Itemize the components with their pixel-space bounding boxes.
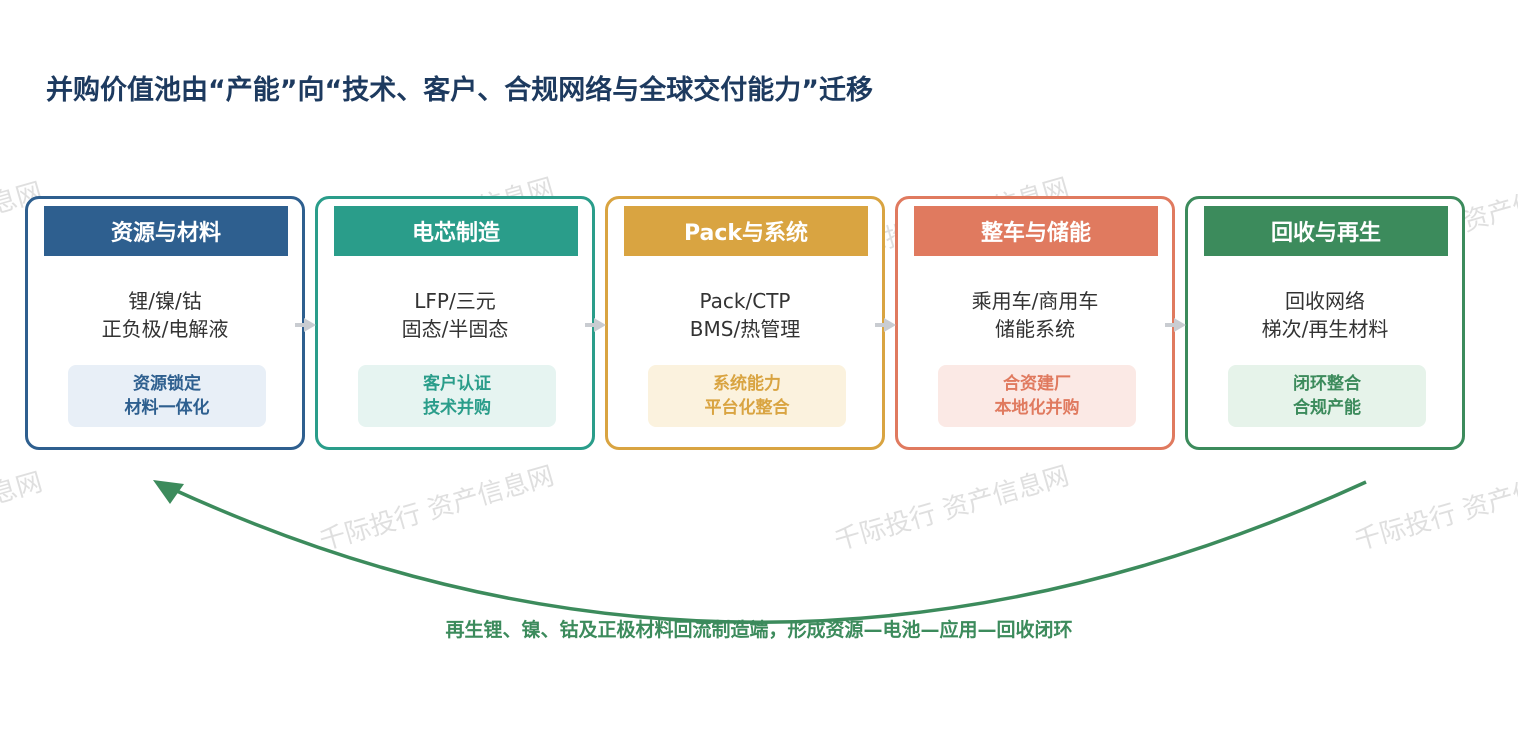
tag-line: 系统能力 <box>713 374 781 394</box>
loop-curve <box>167 480 1367 624</box>
stage-line: 回收网络 <box>1285 289 1365 313</box>
stage-card-recycling: 回收与再生 回收网络 梯次/再生材料 闭环整合 合规产能 <box>1185 196 1465 450</box>
stage-header: 整车与储能 <box>914 206 1158 256</box>
stage-header: 资源与材料 <box>44 206 288 256</box>
strategy-tag: 闭环整合 合规产能 <box>1228 365 1426 427</box>
strategy-tag: 合资建厂 本地化并购 <box>938 365 1136 427</box>
stage-card-pack: Pack与系统 Pack/CTP BMS/热管理 系统能力 平台化整合 <box>605 196 885 450</box>
stage-line: 梯次/再生材料 <box>1261 317 1389 341</box>
stage-line: 乘用车/商用车 <box>971 289 1099 313</box>
stage-line: LFP/三元 <box>414 289 496 313</box>
stage-description: 锂/镍/钴 正负极/电解液 <box>28 287 302 343</box>
flow-arrow-icon <box>875 318 896 332</box>
strategy-tag: 客户认证 技术并购 <box>358 365 556 427</box>
tag-line: 平台化整合 <box>704 398 790 418</box>
strategy-tag: 系统能力 平台化整合 <box>648 365 846 427</box>
tag-line: 技术并购 <box>423 398 491 418</box>
flow-arrow-icon <box>585 318 606 332</box>
stage-description: LFP/三元 固态/半固态 <box>318 287 592 343</box>
flow-arrow-icon <box>1165 318 1186 332</box>
stage-description: Pack/CTP BMS/热管理 <box>608 287 882 343</box>
tag-line: 资源锁定 <box>133 374 201 394</box>
stage-line: Pack/CTP <box>699 289 791 313</box>
stage-card-resources: 资源与材料 锂/镍/钴 正负极/电解液 资源锁定 材料一体化 <box>25 196 305 450</box>
stage-header: 回收与再生 <box>1204 206 1448 256</box>
tag-line: 闭环整合 <box>1293 374 1361 394</box>
stage-description: 乘用车/商用车 储能系统 <box>898 287 1172 343</box>
loop-description: 再生锂、镍、钴及正极材料回流制造端，形成资源—电池—应用—回收闭环 <box>445 619 1073 641</box>
tag-line: 合资建厂 <box>1003 374 1071 394</box>
tag-line: 材料一体化 <box>124 398 210 418</box>
stage-card-cells: 电芯制造 LFP/三元 固态/半固态 客户认证 技术并购 <box>315 196 595 450</box>
stage-header: Pack与系统 <box>624 206 868 256</box>
tag-line: 客户认证 <box>423 374 491 394</box>
page-title: 并购价值池由“产能”向“技术、客户、合规网络与全球交付能力”迁移 <box>46 75 873 106</box>
strategy-tag: 资源锁定 材料一体化 <box>68 365 266 427</box>
stage-line: 正负极/电解液 <box>101 317 229 341</box>
stage-line: 储能系统 <box>995 317 1075 341</box>
tag-line: 合规产能 <box>1293 398 1361 418</box>
flow-arrow-icon <box>295 318 316 332</box>
stage-header: 电芯制造 <box>334 206 578 256</box>
tag-line: 本地化并购 <box>994 398 1080 418</box>
stage-line: 锂/镍/钴 <box>128 289 202 313</box>
stage-line: 固态/半固态 <box>401 317 509 341</box>
stage-line: BMS/热管理 <box>689 317 801 341</box>
loop-arrowhead <box>153 480 184 504</box>
stage-description: 回收网络 梯次/再生材料 <box>1188 287 1462 343</box>
